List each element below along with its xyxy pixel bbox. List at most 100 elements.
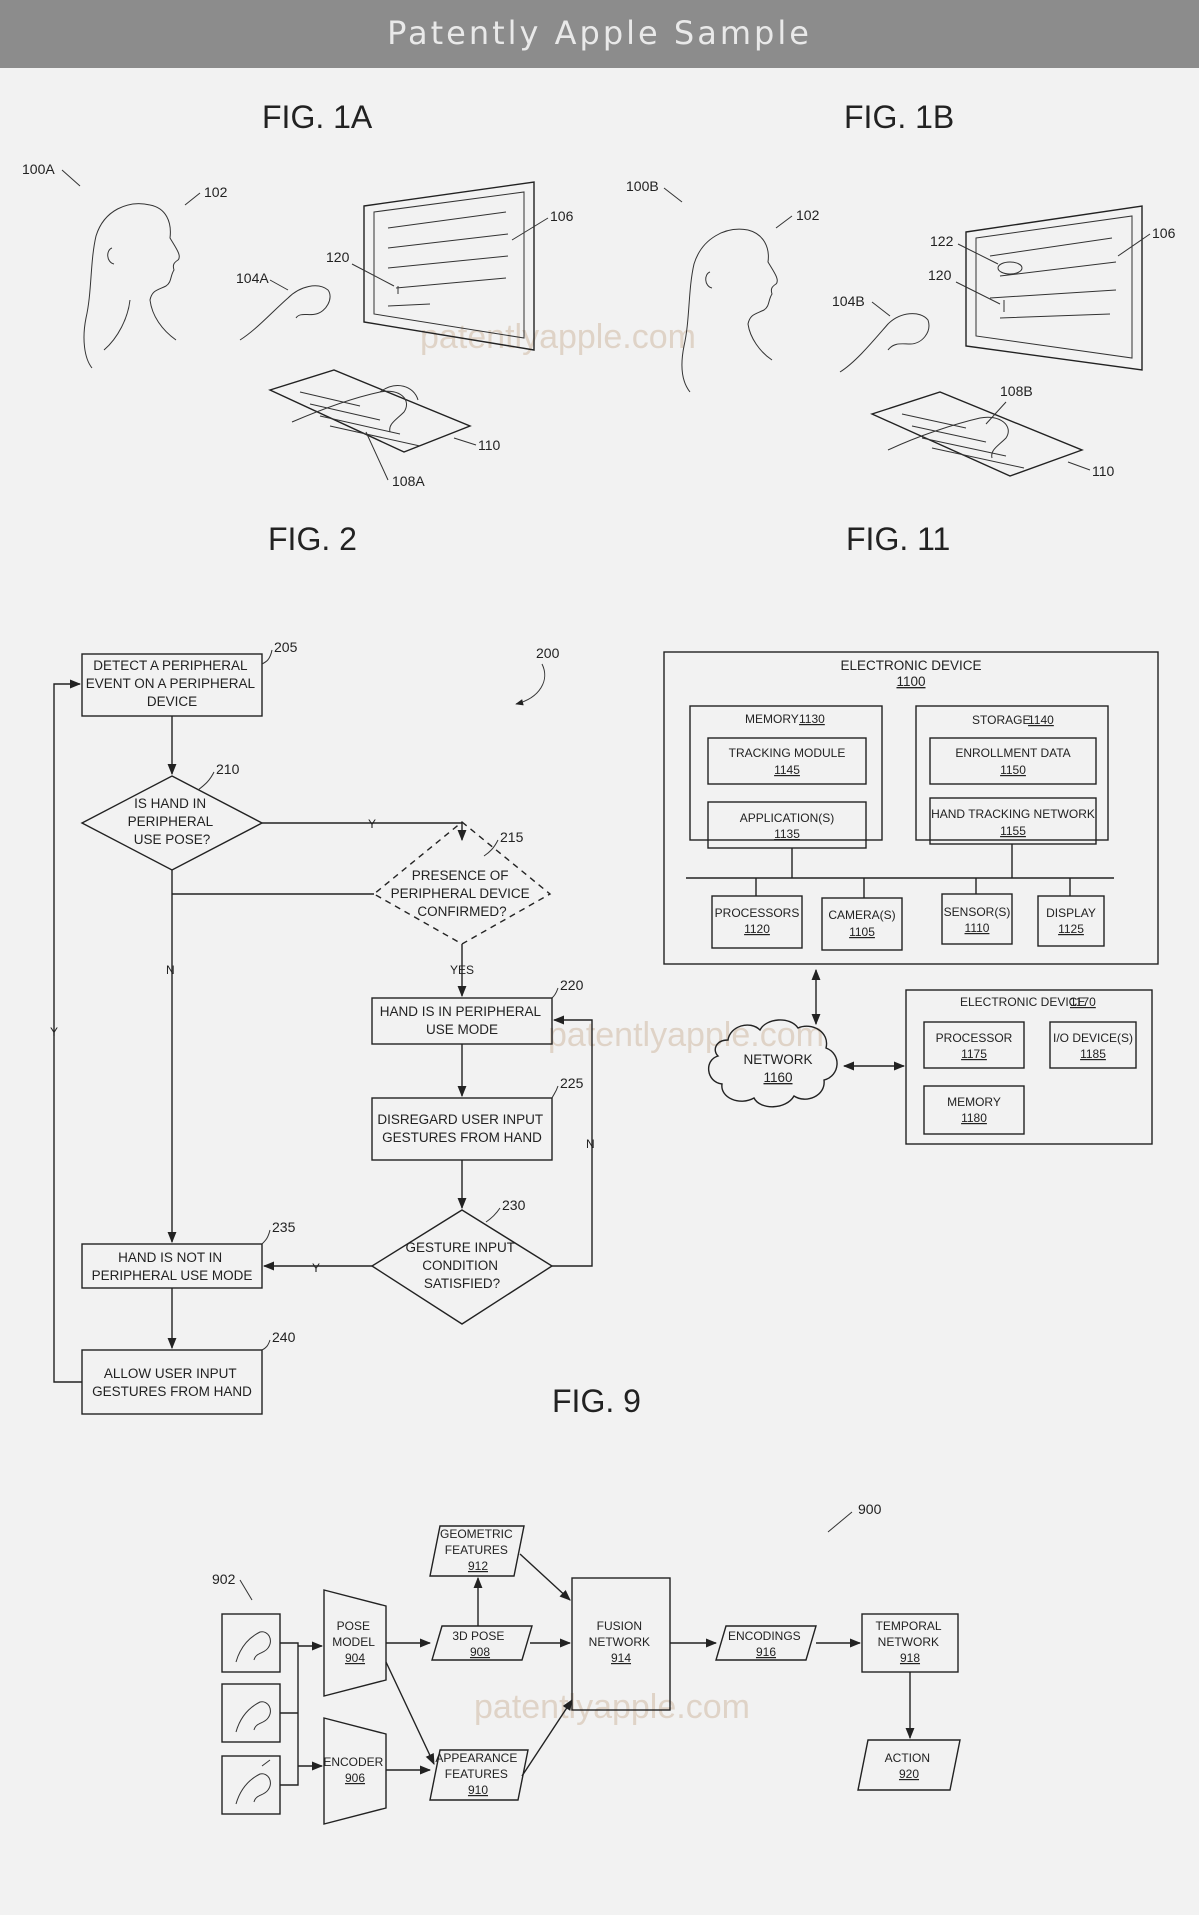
storage-ref: 1140 (1028, 713, 1054, 727)
node-240-line2: GESTURES FROM HAND (92, 1384, 252, 1399)
geometric-features-912 (429, 1525, 525, 1577)
memory-1180 (923, 1085, 1025, 1135)
node-205-line1: DETECT A PERIPHERAL (93, 658, 248, 673)
hand-tracking-network-1155 (929, 797, 1097, 845)
svg-text:ENCODER 906: ENCODER 906 (323, 1755, 386, 1785)
encodings-line1: ENCODINGS (728, 1629, 801, 1643)
pose-model-ref: 904 (345, 1651, 365, 1665)
fig-1b: FIG. 1B 100B 102 104B 106 122 120 (626, 99, 1176, 479)
ref-235: 235 (272, 1219, 296, 1235)
node-225 (371, 1097, 553, 1161)
ref-102: 102 (204, 184, 228, 200)
node-235-line1: HAND IS NOT IN (118, 1250, 222, 1265)
svg-text:ENCODINGS 916: ENCODINGS 916 (728, 1629, 804, 1659)
svg-text:ACTION 920: ACTION 920 (885, 1751, 934, 1781)
io-ref: 1185 (1080, 1047, 1106, 1061)
cameras-label: CAMERA(S) (828, 908, 895, 922)
watermark-2: patentlyapple.com (548, 1016, 824, 1054)
applications-1135 (707, 801, 867, 849)
hand-tracking-label: HAND TRACKING NETWORK (931, 807, 1095, 821)
node-210-line2: PERIPHERAL (128, 814, 214, 829)
geometric-ref: 912 (468, 1559, 488, 1573)
ref-215: 215 (500, 829, 524, 845)
ref-240: 240 (272, 1329, 296, 1345)
svg-text:ALLOW USER INPUT GESTURE: ALLOW USER INPUT GESTURES FROM HAND (92, 1366, 252, 1399)
fusion-line1: FUSION (597, 1619, 642, 1633)
svg-text:DETECT A PERIPHERAL EVEN: DETECT A PERIPHERAL EVENT ON A PERIPHERA… (86, 658, 259, 709)
ref-120-b: 120 (928, 267, 952, 283)
processors-label: PROCESSORS (715, 906, 800, 920)
pose3d-ref: 908 (470, 1645, 490, 1659)
hand-image-2 (221, 1683, 281, 1743)
ref-104b: 104B (832, 293, 865, 309)
node-225-line1: DISREGARD USER INPUT (377, 1112, 543, 1127)
pose-model-904 (323, 1589, 387, 1697)
io-label: I/O DEVICE(S) (1053, 1031, 1133, 1045)
processor-1175 (923, 1021, 1025, 1069)
display-drawing (363, 181, 535, 351)
device-1170-ref: 1170 (1070, 995, 1096, 1009)
node-210-line3: USE POSE? (134, 832, 211, 847)
fusion-line2: NETWORK (589, 1635, 650, 1649)
node-240-line1: ALLOW USER INPUT (104, 1366, 237, 1381)
node-240 (81, 1349, 263, 1415)
node-220-line1: HAND IS IN PERIPHERAL (380, 1004, 542, 1019)
network-label: NETWORK (744, 1052, 813, 1067)
storage-1140 (915, 705, 1109, 841)
node-215-line2: PERIPHERAL DEVICE (391, 886, 530, 901)
ref-106-b: 106 (1152, 225, 1176, 241)
ref-108b: 108B (1000, 383, 1033, 399)
pose-3d-908 (431, 1625, 533, 1661)
appearance-line1: APPEARANCE (435, 1751, 517, 1765)
ref-230: 230 (502, 1197, 526, 1213)
svg-text:APPEARANCE FEATURES: APPEARANCE FEATURES 910 (435, 1751, 520, 1797)
ref-100a: 100A (22, 161, 55, 177)
svg-text:DISREGARD USER INPUT GES: DISREGARD USER INPUT GESTURES FROM HAND (377, 1112, 546, 1145)
node-230 (370, 1209, 554, 1325)
ref-104a: 104A (236, 270, 269, 286)
processor-label: PROCESSOR (936, 1031, 1013, 1045)
header-bar: Patently Apple Sample (0, 0, 1199, 68)
ref-220: 220 (560, 977, 584, 993)
page-title: Patently Apple Sample (387, 14, 812, 52)
keyboard-drawing-b (870, 391, 1084, 477)
fig-1a: FIG. 1A 100A 102 104A 106 120 (22, 99, 574, 489)
svg-text:PRESENCE OF PERIPHERAL D: PRESENCE OF PERIPHERAL DEVICE CONFIRMED? (391, 868, 534, 919)
enrollment-ref: 1150 (1000, 763, 1026, 777)
node-205-line3: DEVICE (147, 694, 197, 709)
ref-102-b: 102 (796, 207, 820, 223)
applications-label: APPLICATION(S) (740, 811, 834, 825)
ref-200: 200 (536, 645, 560, 661)
fig-11-caption: FIG. 11 (846, 521, 950, 557)
svg-text:GEOMETRIC FEATURES: GEOMETRIC FEATURES 912 (440, 1527, 516, 1573)
svg-text:GESTURE INPUT CONDITION: GESTURE INPUT CONDITION SATISFIED? (405, 1240, 518, 1291)
pose3d-line1: 3D POSE (452, 1629, 504, 1643)
action-line1: ACTION (885, 1751, 930, 1765)
ref-106-a: 106 (550, 208, 574, 224)
node-205-line2: EVENT ON A PERIPHERAL (86, 676, 256, 691)
device-1100 (663, 651, 1159, 965)
hand-image-1 (221, 1613, 281, 1673)
edge-label-n1: N (166, 963, 175, 977)
temporal-line1: TEMPORAL (876, 1619, 942, 1633)
tracking-module-ref: 1145 (774, 763, 800, 777)
pose-model-line2: MODEL (332, 1635, 375, 1649)
processor-ref: 1175 (961, 1047, 987, 1061)
fusion-network-914 (571, 1577, 671, 1711)
appearance-line2: FEATURES (445, 1767, 508, 1781)
user-head-drawing-b (681, 228, 778, 393)
svg-text:TEMPORAL NETWORK 9: TEMPORAL NETWORK 918 (876, 1619, 945, 1665)
fig-1b-caption: FIG. 1B (844, 99, 954, 135)
ref-110-b: 110 (1092, 463, 1115, 479)
node-215 (372, 821, 552, 945)
ref-110-a: 110 (478, 437, 501, 453)
enrollment-data-1150 (929, 737, 1097, 785)
ref-120-a: 120 (326, 249, 350, 265)
fig-11: FIG. 11 ELECTRONIC DEVICE 1100 MEMORY 11… (663, 521, 1159, 1145)
memory-1130 (689, 705, 883, 841)
device-1170-label: ELECTRONIC DEVICE (960, 995, 1085, 1009)
storage-label: STORAGE (972, 713, 1030, 727)
fig-2-caption: FIG. 2 (268, 521, 357, 557)
appearance-ref: 910 (468, 1783, 488, 1797)
